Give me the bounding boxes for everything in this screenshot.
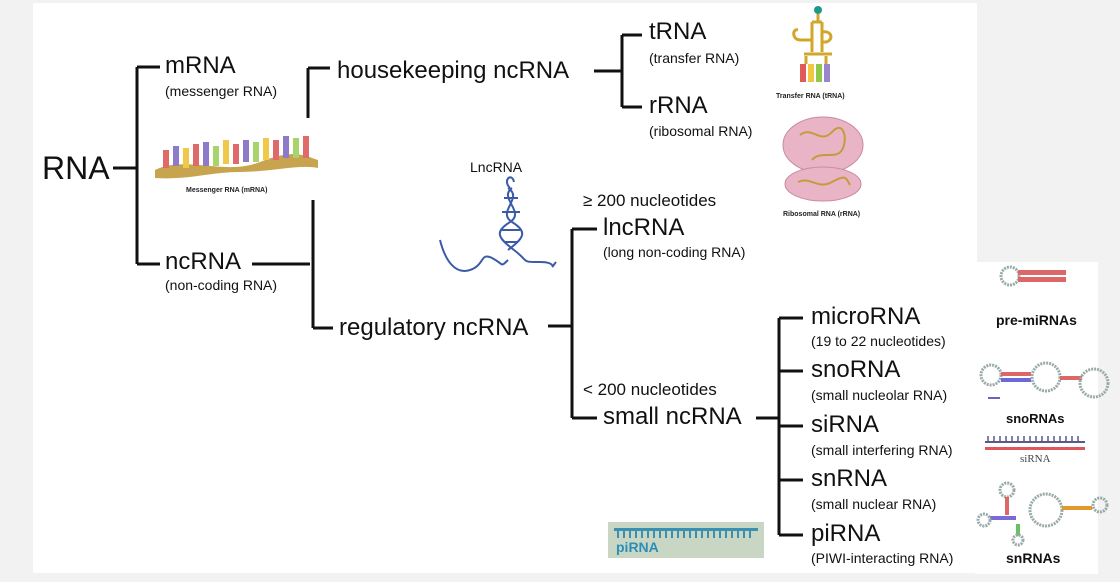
lncrna-full-name: (long non-coding RNA) [603, 244, 746, 260]
ncrna-full-name: (non-coding RNA) [165, 277, 278, 293]
snorna-label: snoRNA [811, 356, 901, 383]
small-ncrna-label: small ncRNA [603, 403, 742, 430]
snorna-image-caption: snoRNAs [1006, 411, 1065, 426]
snrna-full-name: (small nuclear RNA) [811, 496, 937, 512]
small-threshold: < 200 nucleotides [583, 380, 717, 399]
right-panel [975, 262, 1098, 574]
housekeeping-ncrna-label: housekeeping ncRNA [337, 57, 570, 84]
snrna-image-caption: snRNAs [1006, 550, 1061, 566]
trna-illustration [792, 6, 833, 82]
mrna-caption: Messenger RNA (mRNA) [186, 187, 268, 194]
lncrna-illustration [439, 176, 557, 272]
mrna-full-name: (messenger RNA) [165, 83, 278, 99]
sirna-illustration [985, 436, 1085, 450]
rrna-label: rRNA [649, 92, 708, 119]
microrna-full-name: (19 to 22 nucleotides) [811, 333, 946, 349]
microrna-label: microRNA [811, 303, 921, 330]
rrna-full-name: (ribosomal RNA) [649, 123, 753, 139]
snorna-illustration [979, 361, 1110, 399]
sirna-full-name: (small interfering RNA) [811, 442, 953, 458]
sirna-label: siRNA [811, 411, 880, 438]
trna-caption: Transfer RNA (tRNA) [776, 93, 845, 100]
ncrna-label: ncRNA [165, 248, 242, 275]
lncrna-label: lncRNA [603, 214, 685, 241]
regulatory-ncrna-label: regulatory ncRNA [339, 314, 529, 341]
pirna-label: piRNA [811, 520, 881, 547]
pre-mirna-illustration [999, 265, 1066, 287]
pirna-image-caption: piRNA [616, 539, 659, 555]
pirna-illustration [608, 522, 764, 558]
main-panel [33, 3, 977, 573]
mrna-label: mRNA [165, 52, 236, 79]
snrna-illustration [976, 481, 1109, 547]
rrna-caption: Ribosomal RNA (rRNA) [783, 211, 861, 218]
trna-full-name: (transfer RNA) [649, 50, 740, 66]
sirna-image-caption: siRNA [1020, 453, 1051, 465]
lncrna-icon-caption: LncRNA [470, 159, 523, 175]
pirna-full-name: (PIWI-interacting RNA) [811, 550, 954, 566]
pre-mirna-caption: pre-miRNAs [996, 312, 1077, 328]
snrna-label: snRNA [811, 465, 888, 492]
ribosome-illustration [782, 116, 864, 202]
trna-label: tRNA [649, 18, 707, 45]
mrna-illustration [155, 136, 318, 179]
long-threshold: ≥ 200 nucleotides [583, 191, 717, 210]
root-label: RNA [42, 150, 110, 186]
snorna-full-name: (small nucleolar RNA) [811, 387, 948, 403]
